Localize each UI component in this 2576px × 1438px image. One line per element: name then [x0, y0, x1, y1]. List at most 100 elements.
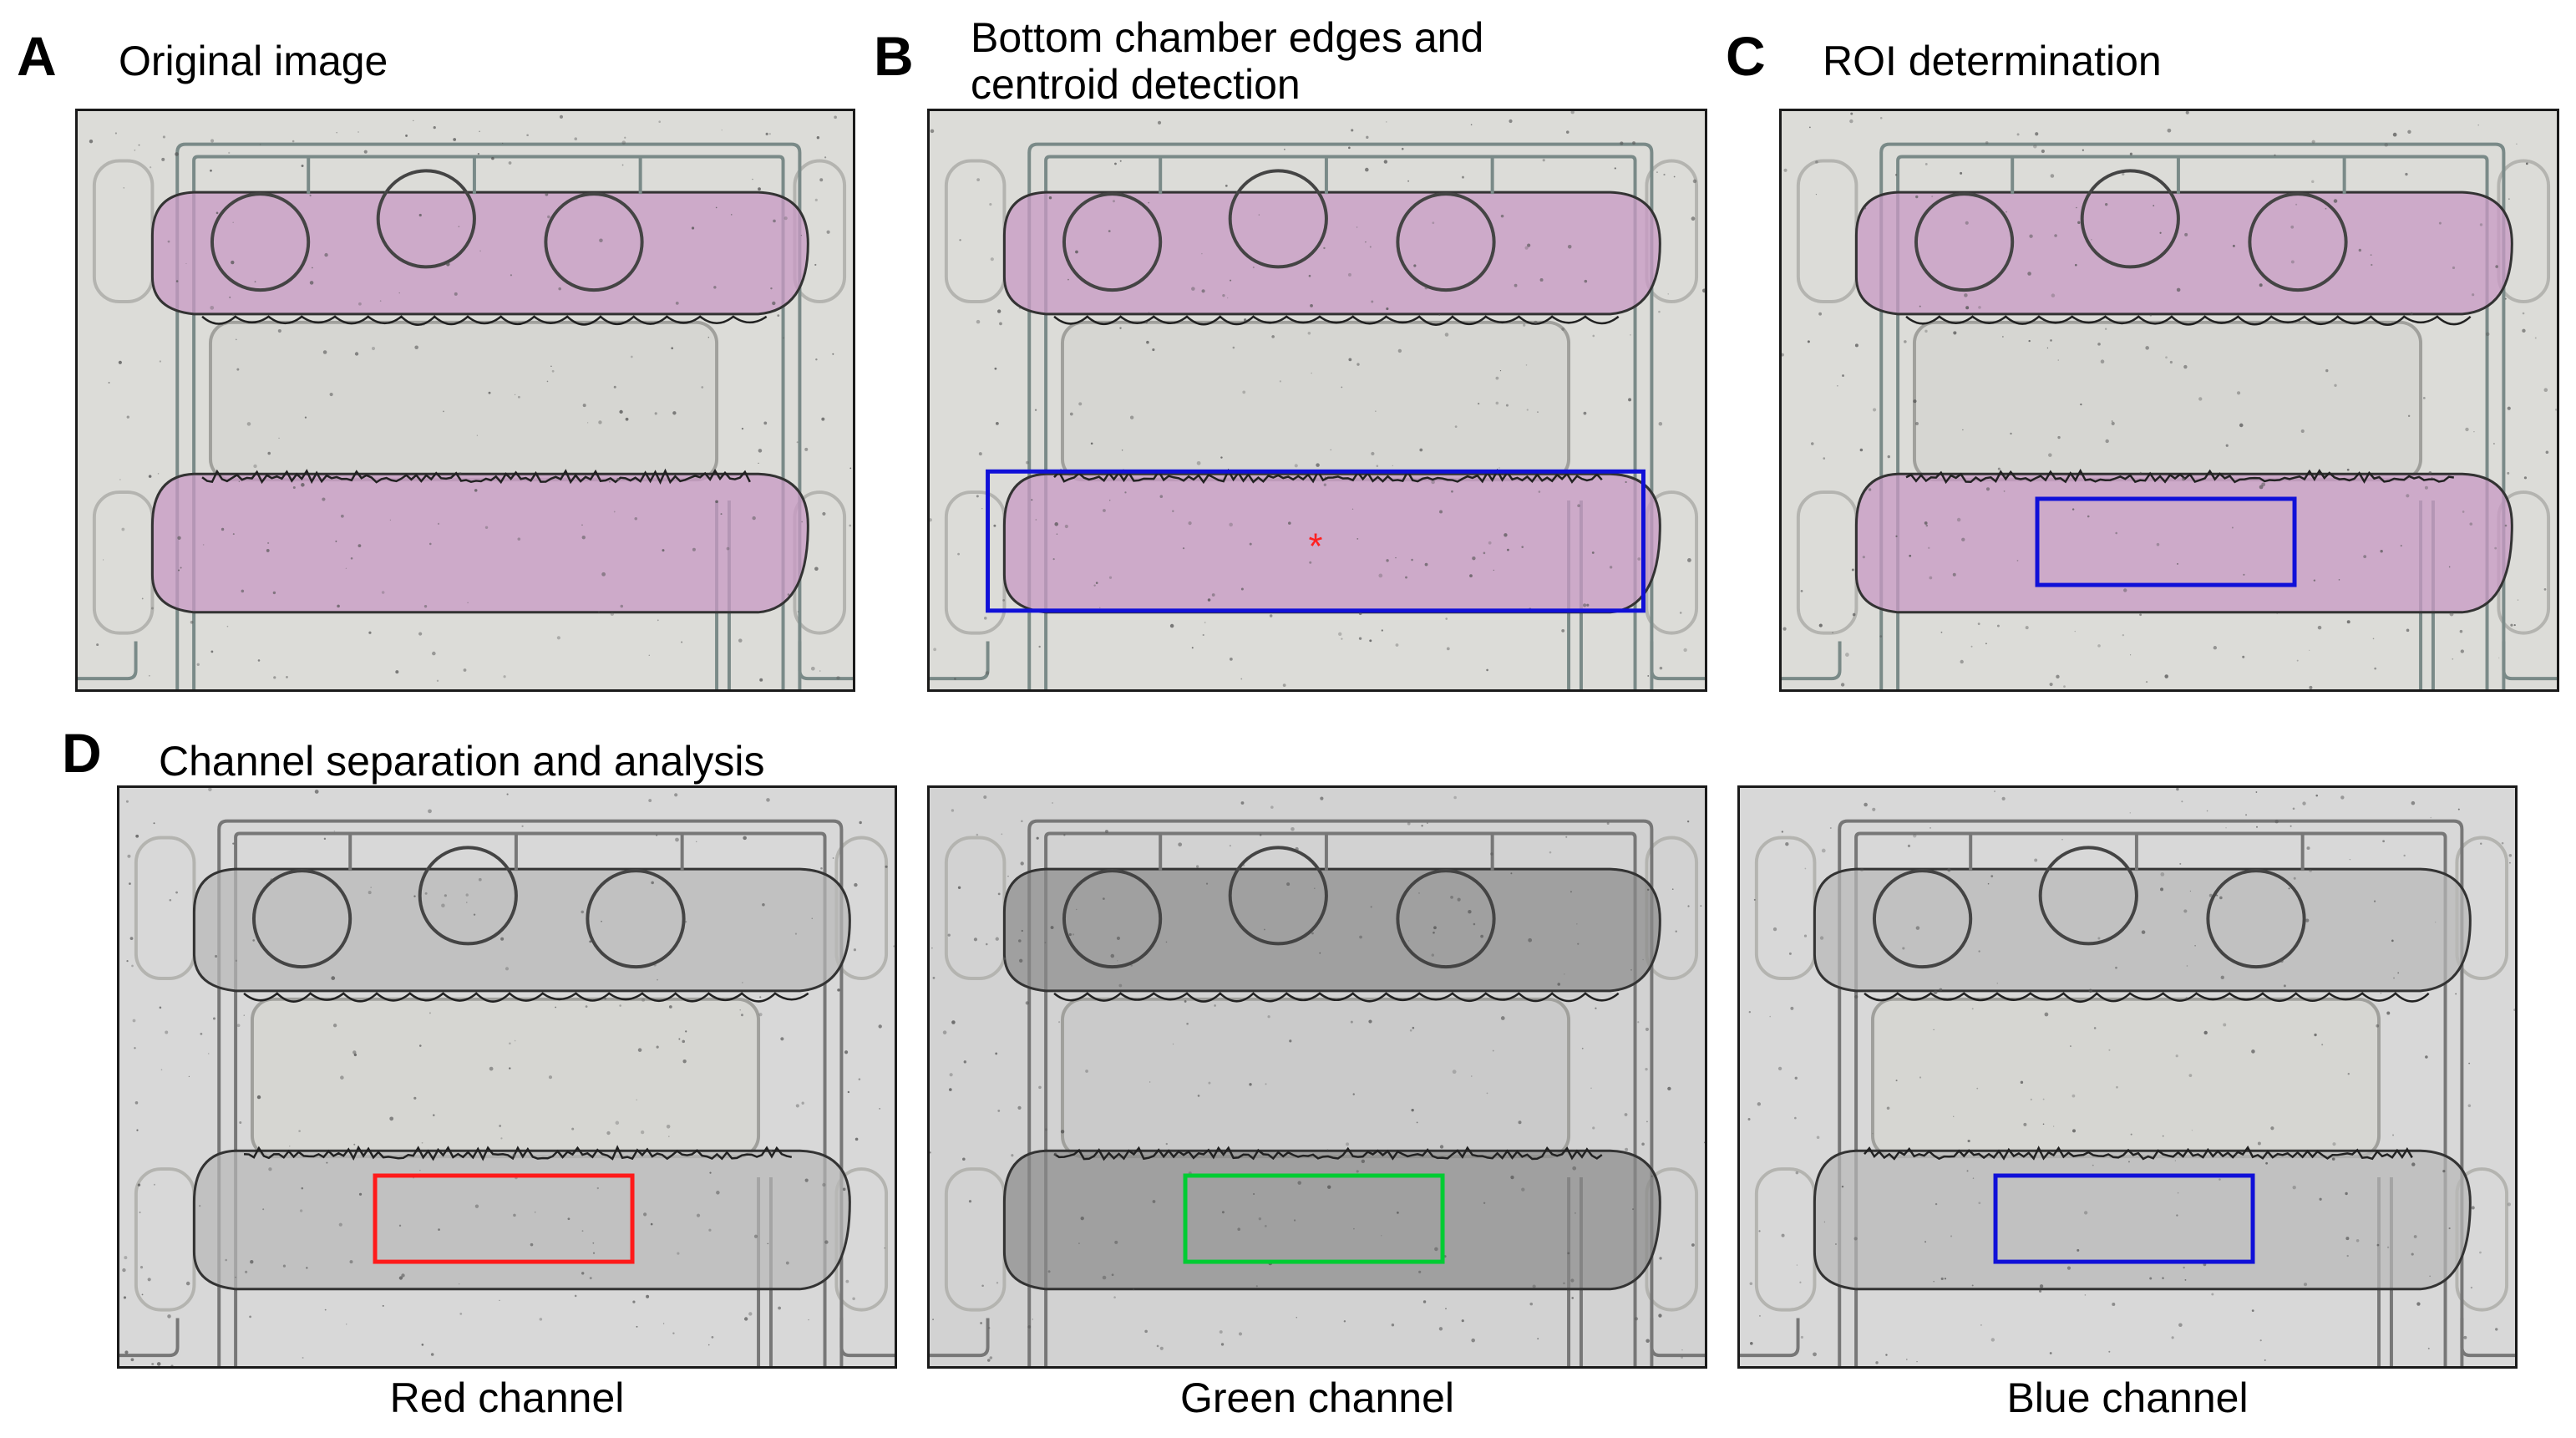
speckle: [1311, 372, 1312, 374]
speckle: [1651, 1175, 1653, 1177]
speckle: [150, 607, 154, 610]
speckle: [1565, 836, 1568, 838]
speckle: [2317, 625, 2322, 630]
speckle: [1226, 297, 1229, 299]
speckle: [1124, 491, 1127, 494]
speckle: [1249, 1083, 1252, 1086]
speckle: [245, 1270, 248, 1273]
speckle: [1159, 495, 1164, 498]
speckle: [150, 166, 152, 169]
speckle: [1931, 196, 1934, 198]
speckle: [1679, 612, 1682, 614]
speckle: [675, 302, 679, 305]
speckle: [978, 452, 982, 456]
speckle: [1044, 942, 1047, 944]
speckle: [1343, 1320, 1346, 1323]
speckle: [137, 1183, 141, 1186]
speckle: [1293, 1219, 1296, 1222]
speckle: [336, 131, 337, 134]
speckle: [1208, 1081, 1211, 1085]
speckle: [1919, 1076, 1922, 1079]
speckle: [1044, 1128, 1048, 1131]
speckle: [2311, 180, 2315, 184]
speckle: [1919, 305, 1921, 307]
speckle: [574, 1294, 577, 1298]
speckle: [814, 263, 817, 266]
speckle: [1320, 796, 1324, 800]
speckle: [1978, 1202, 1981, 1205]
speckle: [2122, 172, 2125, 176]
speckle: [2289, 825, 2292, 827]
speckle: [304, 416, 307, 419]
speckle: [1781, 831, 1784, 833]
roi-rectangle: [1993, 1173, 2255, 1264]
speckle: [709, 1171, 712, 1174]
speckle: [2283, 984, 2286, 988]
speckle: [1405, 576, 1408, 579]
speckle: [1478, 402, 1480, 405]
speckle: [2325, 207, 2327, 210]
speckle: [1528, 937, 1533, 943]
speckle: [1347, 272, 1351, 277]
debris-trace: [243, 992, 809, 1003]
speckle: [582, 404, 586, 408]
speckle: [108, 382, 110, 384]
speckle: [1967, 1139, 1970, 1143]
speckle: [358, 1192, 363, 1196]
speckle: [681, 641, 683, 643]
top-chamber: [1002, 191, 1661, 316]
speckle: [1575, 1212, 1576, 1214]
speckle: [1025, 1001, 1029, 1005]
speckle: [2111, 420, 2113, 422]
speckle: [488, 391, 491, 394]
speckle: [1453, 795, 1457, 800]
speckle: [995, 937, 999, 941]
speckle: [1549, 851, 1552, 854]
speckle: [210, 650, 214, 653]
speckle: [1319, 952, 1321, 954]
speckle: [2179, 862, 2182, 865]
speckle: [810, 666, 815, 671]
speckle: [1422, 1300, 1427, 1303]
speckle: [770, 287, 773, 290]
speckle: [559, 114, 564, 119]
speckle: [778, 1306, 781, 1310]
speckle: [96, 643, 99, 647]
speckle: [2504, 297, 2507, 300]
speckle: [1058, 1021, 1061, 1024]
speckle: [1255, 1285, 1258, 1288]
speckle: [996, 309, 1001, 313]
speckle: [2543, 388, 2548, 392]
speckle: [741, 427, 744, 430]
speckle: [824, 156, 827, 159]
speckle: [259, 144, 261, 145]
speckle: [221, 527, 225, 531]
speckle: [270, 878, 274, 882]
speckle: [1411, 558, 1413, 561]
speckle: [322, 497, 326, 501]
speckle: [2411, 1253, 2414, 1256]
speckle: [2097, 937, 2101, 940]
speckle: [2174, 1160, 2176, 1161]
speckle: [2115, 966, 2117, 969]
speckle: [1823, 457, 1826, 460]
speckle: [337, 604, 340, 608]
speckle: [175, 280, 179, 282]
speckle: [1565, 130, 1569, 134]
roi-rectangle: [1183, 1173, 1445, 1264]
speckle: [433, 126, 436, 130]
trap-circle: [544, 192, 644, 292]
speckle: [2160, 872, 2165, 877]
speckle: [995, 1052, 998, 1055]
speckle: [2083, 1211, 2088, 1215]
speckle: [1220, 1343, 1225, 1346]
speckle: [1788, 952, 1792, 955]
speckle: [777, 314, 780, 318]
speckle: [550, 365, 552, 368]
speckle: [1572, 1166, 1577, 1171]
speckle: [1800, 1335, 1804, 1339]
speckle: [1584, 279, 1588, 283]
speckle: [1338, 632, 1342, 636]
speckle: [2162, 1135, 2164, 1137]
speckle: [2232, 244, 2235, 247]
